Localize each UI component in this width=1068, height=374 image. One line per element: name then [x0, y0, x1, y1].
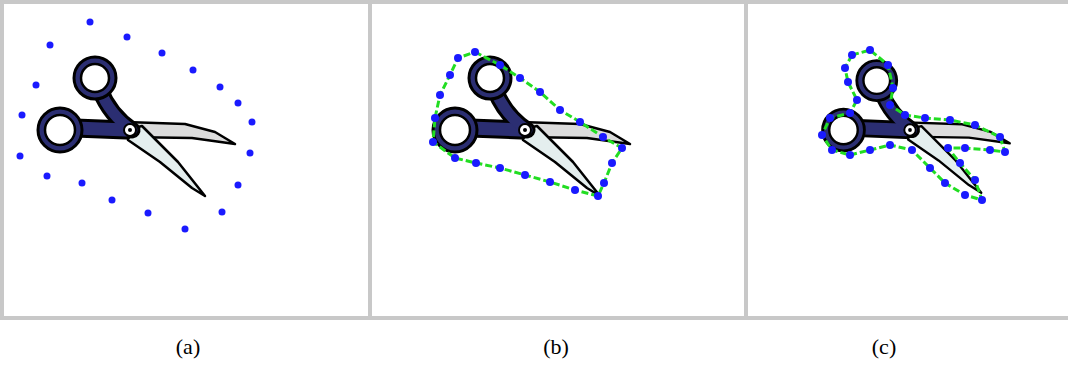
- panel-label: (a): [176, 334, 200, 360]
- panel-label: (b): [543, 334, 569, 360]
- panel-label: (c): [872, 334, 896, 360]
- panel-frame: [2, 2, 1068, 318]
- initial-contour-points: [17, 19, 256, 233]
- scissors-image: [38, 57, 235, 196]
- panel-divider: [744, 2, 748, 318]
- panel-divider: [368, 2, 372, 318]
- contour-points: [818, 46, 1009, 204]
- scissors-image: [433, 57, 630, 196]
- contour-line: [433, 52, 622, 196]
- contour-line: [822, 50, 1005, 200]
- scissors-image: [823, 61, 1010, 193]
- contour-points: [429, 48, 626, 200]
